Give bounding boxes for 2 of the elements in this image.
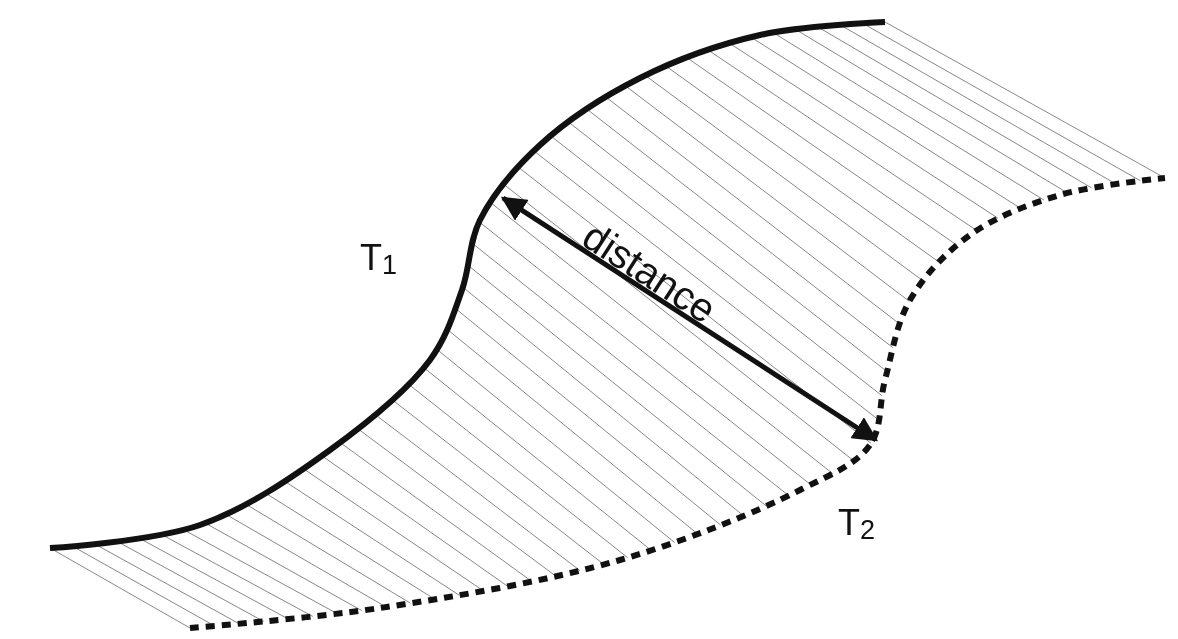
- curve-label: T$_{1}$: [360, 240, 398, 280]
- curve-label: T$_{2}$: [838, 505, 876, 545]
